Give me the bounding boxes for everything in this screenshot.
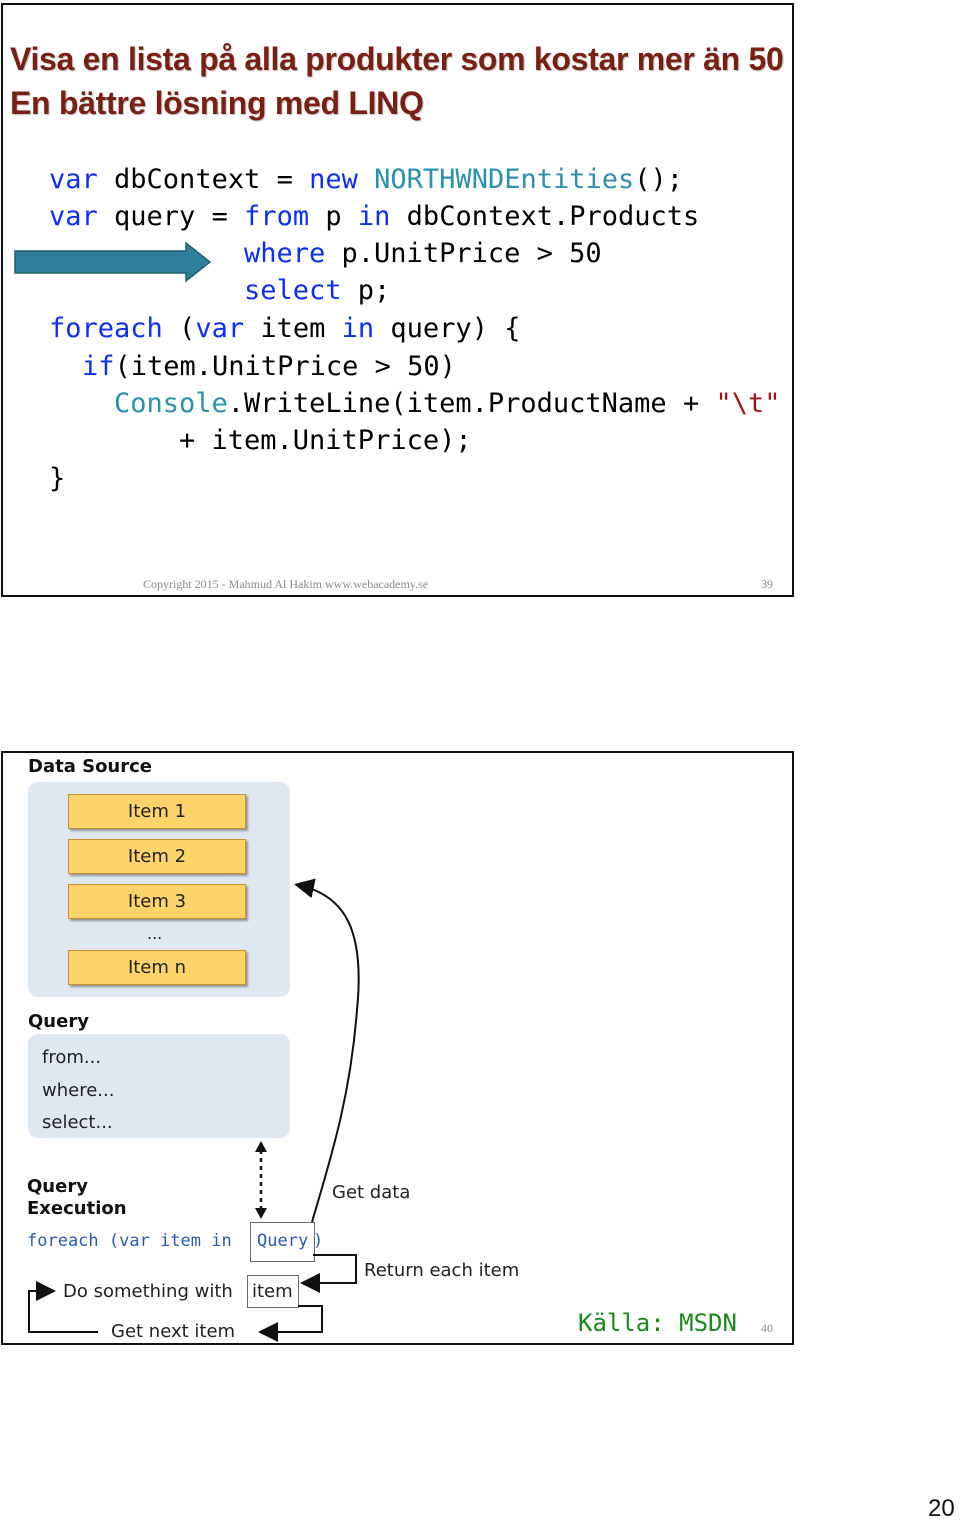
- code-line-4: select p;: [244, 275, 391, 306]
- code-line-7: Console.WriteLine(item.ProductName + "\t…: [114, 388, 781, 419]
- code-line-8: + item.UnitPrice);: [179, 425, 472, 456]
- query-panel: [28, 1034, 290, 1138]
- slide-title-line-1: Visa en lista på alla produkter som kost…: [10, 41, 784, 77]
- query-highlight-box: [250, 1222, 315, 1262]
- source-credit: Källa: MSDN: [578, 1309, 737, 1337]
- slide-number: 39: [761, 577, 773, 591]
- query-execution-label-1: Query: [27, 1176, 88, 1197]
- query-clause: where...: [42, 1080, 115, 1101]
- do-something-item: item: [252, 1281, 293, 1302]
- data-item: Item 1: [68, 794, 246, 829]
- foreach-query-word: Query: [257, 1231, 309, 1251]
- foreach-statement: foreach (var item in: [27, 1231, 232, 1251]
- get-next-item-label: Get next item: [111, 1321, 236, 1342]
- return-each-item-label: Return each item: [364, 1260, 520, 1281]
- footer-copyright: Copyright 2015 - Mahmud Al Hakim www.web…: [143, 577, 429, 591]
- loop-back-arrow-icon: [28, 1281, 98, 1333]
- code-line-1: var dbContext = new NORTHWNDEntities();: [49, 164, 684, 195]
- code-line-2: var query = from p in dbContext.Products: [49, 201, 700, 232]
- data-source-label: Data Source: [28, 756, 153, 777]
- query-label: Query: [28, 1011, 89, 1032]
- code-line-9: }: [49, 463, 66, 494]
- data-item: Item n: [68, 950, 246, 985]
- code-line-3: where p.UnitPrice > 50: [244, 238, 602, 269]
- slide-number: 40: [761, 1321, 773, 1335]
- data-item: Item 2: [68, 839, 246, 874]
- query-clause: from...: [42, 1047, 102, 1068]
- items-ellipsis: ...: [147, 924, 163, 943]
- query-clause: select...: [42, 1112, 113, 1133]
- slide-39: Visa en lista på alla produkter som kost…: [1, 3, 794, 597]
- item-highlight-box: [247, 1275, 299, 1308]
- code-line-5: foreach (var item in query) {: [49, 313, 521, 344]
- code-line-6: if(item.UnitPrice > 50): [82, 351, 456, 382]
- slide-title-line-2: En bättre lösning med LINQ: [10, 85, 424, 121]
- do-something-text: Do something with: [63, 1281, 233, 1302]
- data-item: Item 3: [68, 884, 246, 919]
- get-data-arrow-icon: [294, 878, 360, 1223]
- foreach-close-paren: ): [313, 1231, 324, 1251]
- get-data-label: Get data: [332, 1182, 411, 1203]
- get-next-arrow-icon: [258, 1305, 323, 1342]
- return-item-arrow-icon: [300, 1254, 357, 1293]
- page-number: 20: [928, 1495, 955, 1522]
- query-execution-label-2: Execution: [27, 1198, 127, 1219]
